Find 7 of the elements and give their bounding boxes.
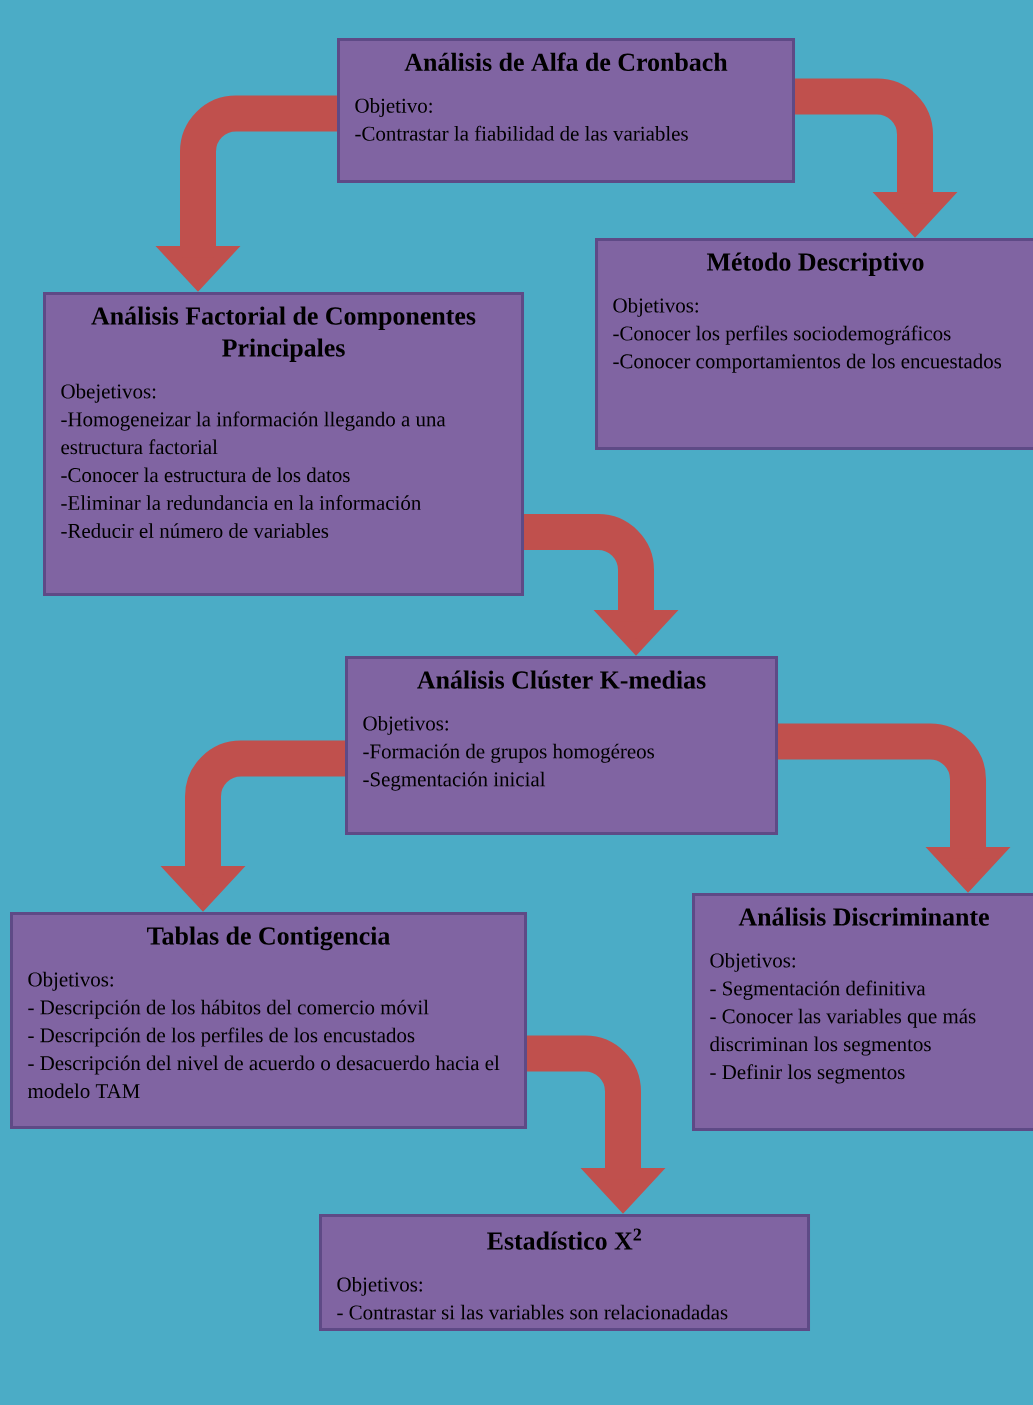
text-box: Análisis Factorial de Componentes Principales Obejetivos: -Homogeneizar la información llegando a una estructura factorial -Conocer la estructura de los datos -Eliminar la redundancia en la información -Reducir el número de variables <box>43 292 524 596</box>
text-box: Tablas de Contigencia Objetivos: - Descripción de los hábitos del comercio móvil - Descripción de los perfiles de los encustados - Descripción del nivel de acuerdo o desacuerdo hacia el modelo TAM <box>10 912 527 1129</box>
text-box: Método Descriptivo Objetivos: -Conocer los perfiles sociodemográficos -Conocer comportamientos de los encuestados <box>595 238 1033 450</box>
text-box: Análisis de Alfa de Cronbach Objetivo: -Contrastar la fiabilidad de las variables <box>337 38 795 183</box>
text-box: Análisis Clúster K-medias Objetivos: -Formación de grupos homogéreos -Segmentación inicial <box>345 656 778 835</box>
text-box: Estadístico X$^{2}$ Objetivos: - Contrastar si las variables son relacionadadas <box>319 1214 810 1331</box>
text-box: Análisis Discriminante Objetivos: - Segmentación definitiva - Conocer las variables que más discriminan los segmentos - Definir los segmentos <box>692 893 1033 1131</box>
